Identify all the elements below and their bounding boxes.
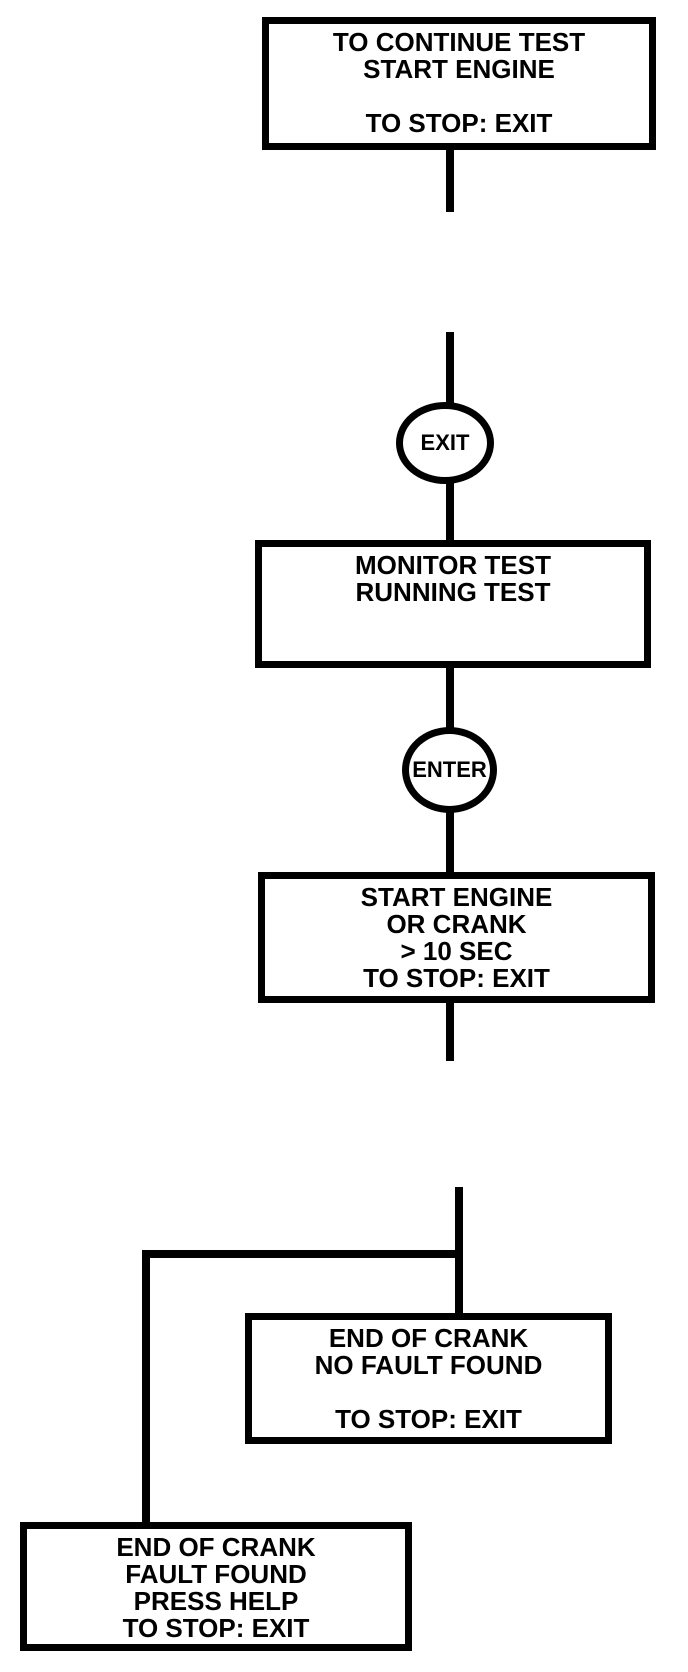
node-no-fault-line: NO FAULT FOUND: [314, 1350, 543, 1380]
node-fault-found-line: PRESS HELP: [133, 1586, 299, 1616]
node-monitor-test-line: MONITOR TEST: [355, 550, 551, 580]
connector-branch-to-fault: [142, 1250, 150, 1522]
connector-start-down: [446, 1003, 454, 1061]
exit-key-circle: EXIT: [396, 402, 494, 484]
node-start-engine-line: > 10 SEC: [400, 936, 513, 966]
node-continue-test: TO CONTINUE TEST START ENGINE TO STOP: E…: [262, 17, 656, 150]
connector-monitor-to-enter: [446, 668, 454, 728]
node-monitor-test-line: RUNNING TEST: [355, 577, 551, 607]
node-continue-test-line: START ENGINE: [363, 54, 555, 84]
node-fault-found-line: END OF CRANK: [116, 1532, 316, 1562]
connector-into-exit-key: [446, 332, 454, 403]
enter-key-label: ENTER: [412, 757, 487, 782]
node-continue-test-line: TO CONTINUE TEST: [332, 27, 586, 57]
connector-enter-to-start: [446, 812, 454, 874]
node-no-fault-found: END OF CRANK NO FAULT FOUND TO STOP: EXI…: [245, 1313, 612, 1444]
node-start-engine-line: OR CRANK: [386, 909, 527, 939]
node-start-engine-line: TO STOP: EXIT: [363, 963, 550, 993]
node-no-fault-line: END OF CRANK: [328, 1323, 529, 1353]
node-continue-test-line: TO STOP: EXIT: [365, 108, 553, 138]
node-monitor-test: MONITOR TEST RUNNING TEST: [255, 540, 651, 668]
exit-key-label: EXIT: [420, 430, 470, 455]
node-fault-found-line: TO STOP: EXIT: [122, 1613, 310, 1643]
node-no-fault-line: TO STOP: EXIT: [335, 1404, 522, 1434]
node-fault-found: END OF CRANK FAULT FOUND PRESS HELP TO S…: [20, 1522, 412, 1651]
node-fault-found-line: FAULT FOUND: [125, 1559, 307, 1589]
connector-box1-down: [446, 150, 454, 212]
connector-exit-to-monitor: [446, 482, 454, 540]
connector-branch-horizontal: [142, 1250, 463, 1258]
node-start-engine-line: START ENGINE: [360, 882, 553, 912]
enter-key-circle: ENTER: [402, 727, 497, 813]
node-start-engine: START ENGINE OR CRANK > 10 SEC TO STOP: …: [258, 872, 655, 1003]
